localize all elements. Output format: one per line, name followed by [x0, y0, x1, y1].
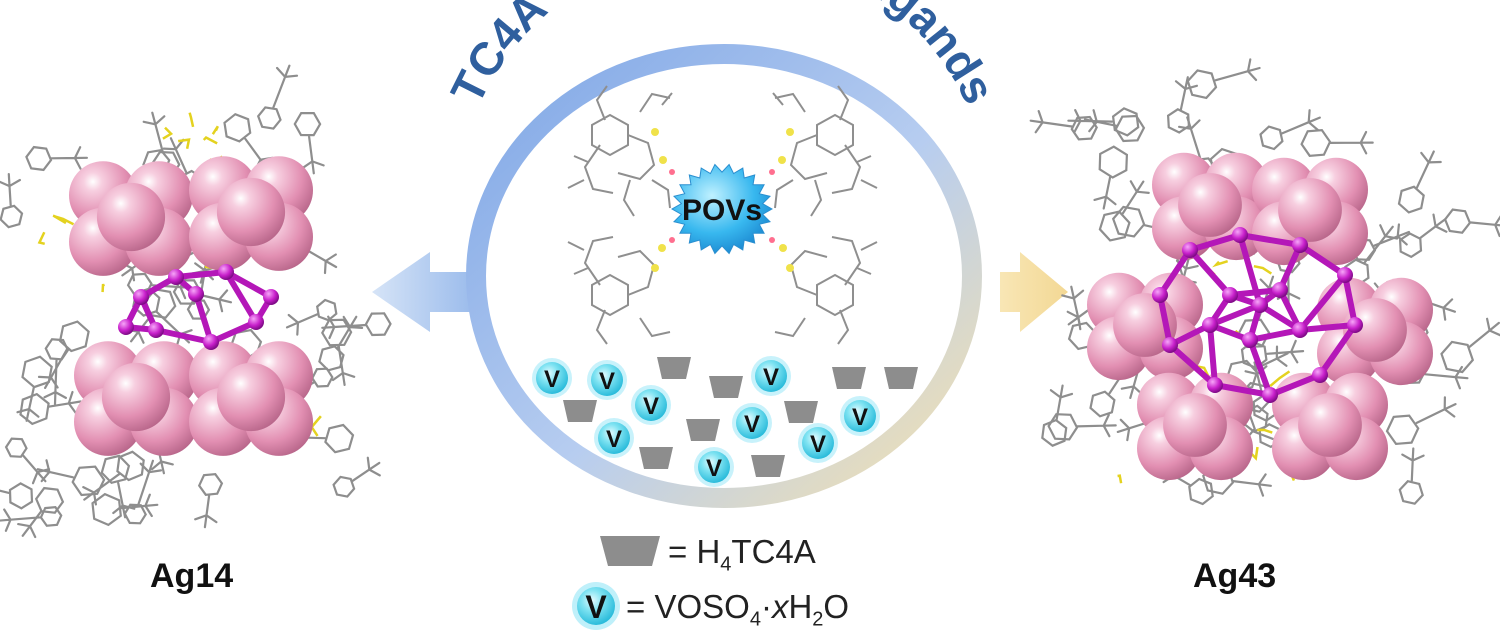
silver-atom [1152, 287, 1168, 303]
h4tc4a-trapezoid [657, 357, 691, 379]
vanadium-letter: V [606, 426, 622, 453]
silver-atom [118, 319, 134, 335]
silver-atom [1242, 332, 1258, 348]
legend-vanadium-icon: V [572, 582, 620, 630]
oxygen-sphere [216, 177, 286, 247]
silver-atom [1272, 282, 1288, 298]
oxygen-sphere [1298, 393, 1362, 457]
oxygen-sphere [101, 362, 171, 432]
vanadium-letter: V [744, 411, 760, 438]
ag43-label: Ag43 [1193, 557, 1277, 595]
silver-atom [1292, 237, 1308, 253]
vanadium-letter: V [643, 393, 659, 420]
silver-atom [218, 264, 234, 280]
vanadium-letter: V [706, 455, 722, 482]
vanadium-ball: V [732, 403, 772, 443]
oxygen-sphere [1163, 393, 1227, 457]
vanadium-ball: V [594, 418, 634, 458]
vanadium-ball: V [798, 423, 838, 463]
oxygen-sphere [1278, 178, 1342, 242]
vanadium-letter: V [810, 431, 826, 458]
legend-h4tc4a-text: = H4TC4A [668, 533, 816, 576]
sulfur-atoms [651, 128, 794, 272]
h4tc4a-trapezoid [686, 419, 720, 441]
h4tc4a-trapezoid [832, 367, 866, 389]
silver-atom [1262, 387, 1278, 403]
silver-atom [1347, 317, 1363, 333]
left-arrow [372, 252, 470, 332]
legend-voso4-text: = VOSO4·xH2O [626, 588, 850, 631]
silver-atom [1292, 322, 1308, 338]
silver-atom [1207, 377, 1223, 393]
vanadium-ball: V [694, 447, 734, 487]
metalloligand-wireframes [567, 85, 878, 345]
povs-core-label: POVs [682, 194, 762, 227]
vanadium-letter: V [763, 364, 779, 391]
h4tc4a-trapezoid [751, 455, 785, 477]
h4tc4a-trapezoid [563, 400, 597, 422]
silver-atom [168, 269, 184, 285]
vanadium-ball: V [587, 360, 627, 400]
silver-atom [188, 286, 204, 302]
vanadium-ball: V [631, 385, 671, 425]
oxygen-sphere [96, 182, 166, 252]
title-prefix: TC4A [440, 0, 556, 112]
vanadium-letter: V [852, 404, 868, 431]
silver-atom [1312, 367, 1328, 383]
h4tc4a-trapezoid [784, 401, 818, 423]
oxygen-atoms [669, 169, 775, 243]
ag14-label: Ag14 [150, 557, 234, 595]
silver-atom [203, 334, 219, 350]
silver-atom [1232, 227, 1248, 243]
h4tc4a-trapezoid [884, 367, 918, 389]
silver-atom [1252, 297, 1268, 313]
h4tc4a-trapezoid [709, 376, 743, 398]
silver-atom [263, 289, 279, 305]
ag43-cluster-structure [1029, 58, 1500, 506]
legend-vanadium-letter: V [585, 589, 607, 625]
right-arrow [1000, 252, 1068, 332]
oxygen-sphere [1343, 298, 1407, 362]
vanadium-letter: V [599, 368, 615, 395]
legend-trapezoid-icon [600, 536, 660, 566]
title-superscript: 4- [523, 0, 562, 2]
oxygen-sphere [216, 362, 286, 432]
ag14-cluster-structure [0, 64, 392, 539]
silver-atom [1202, 317, 1218, 333]
vanadium-letter: V [544, 366, 560, 393]
silver-atom [148, 322, 164, 338]
silver-atom [1222, 287, 1238, 303]
h4tc4a-trapezoid [639, 447, 673, 469]
silver-atom [1337, 267, 1353, 283]
silver-atom [133, 289, 149, 305]
central-ring [466, 44, 982, 508]
povs-core: POVs [670, 163, 774, 255]
vanadium-ball: V [532, 358, 572, 398]
vanadium-ball: V [840, 396, 880, 436]
silver-atom [1182, 242, 1198, 258]
silver-atom [248, 314, 264, 330]
silver-atom [1162, 337, 1178, 353]
oxygen-sphere [1178, 173, 1242, 237]
vanadium-ball: V [751, 356, 791, 396]
